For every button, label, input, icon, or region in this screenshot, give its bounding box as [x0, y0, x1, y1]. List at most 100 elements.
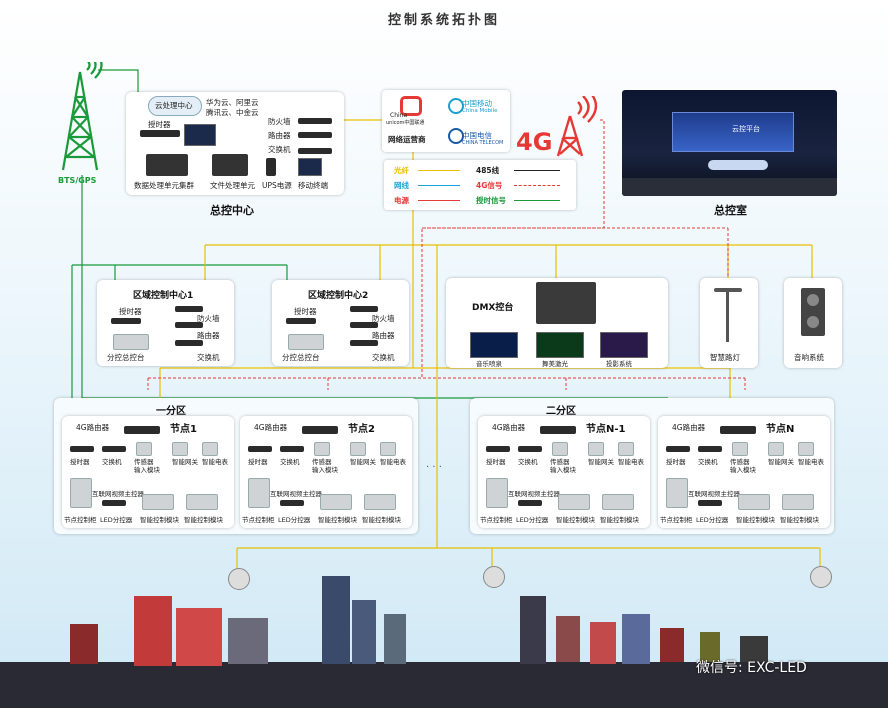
node-cabinet-label: 节点控制柜 [64, 516, 97, 524]
node-video-label: 互联网视频主控器 [270, 490, 322, 498]
room-floor [622, 178, 837, 196]
node-cabinet-label: 节点控制柜 [660, 516, 693, 524]
region-2-switch-icon [350, 340, 378, 346]
dmx-title: DMX控台 [472, 303, 514, 313]
master-room-photo: 云控平台 [622, 90, 837, 196]
ups-icon [266, 158, 276, 176]
node-module-2-icon [186, 494, 218, 510]
region-1-router-icon [175, 322, 203, 328]
control-center-box: 云处理中心 华为云、阿里云 腾讯云、中金云 授时器 防火墙 路由器 交换机 数据… [126, 92, 344, 195]
street-light-label: 智慧路灯 [710, 353, 740, 362]
node-meter-icon [798, 442, 814, 456]
legend-power-line [418, 200, 460, 201]
node-sensor-label-2: 输入模块 [550, 466, 576, 474]
mobile-terminal-icon [298, 158, 322, 176]
page-title: 控制系统拓扑图 [387, 13, 500, 28]
dmx-console-icon [536, 282, 596, 324]
master-room-label: 总控室 [714, 204, 747, 217]
legend-power-label: 电源 [394, 196, 409, 205]
node-router-icon [302, 426, 338, 434]
region-2-router-icon [350, 322, 378, 328]
legend-4g-label: 4G信号 [476, 181, 503, 190]
node-router-label: 4G路由器 [672, 423, 706, 432]
node-video-label: 互联网视频主控器 [688, 490, 740, 498]
legend-fiber-line [418, 170, 460, 171]
region-center-1-box: 区域控制中心1 授时器 分控总控台 防火墙 路由器 交换机 [97, 280, 234, 366]
node-sensor-label: 传感器 [134, 458, 154, 466]
signal-4g-label: 4G [516, 128, 553, 156]
node-router-label: 4G路由器 [76, 423, 110, 432]
node-module-2-label: 智能控制模块 [600, 516, 639, 524]
router-device-icon [298, 132, 332, 138]
node-timer-icon [70, 446, 94, 452]
legend-4g-line [514, 185, 560, 186]
room-screen-text: 云控平台 [732, 125, 760, 133]
bts-label: BTS/GPS [58, 176, 97, 185]
node-meter-label: 智能电表 [798, 458, 824, 466]
sound-box: 音响系统 [784, 278, 842, 368]
sound-label: 音响系统 [794, 353, 824, 362]
node-meter-icon [202, 442, 218, 456]
node-gateway-icon [172, 442, 188, 456]
node-timer-icon [486, 446, 510, 452]
node-router-label: 4G路由器 [254, 423, 288, 432]
node-router-label: 4G路由器 [492, 423, 526, 432]
node-led-icon [698, 500, 722, 506]
region-2-timer-label: 授时器 [294, 307, 317, 316]
region-1-firewall-label: 防火墙 [197, 314, 220, 323]
node-timer-icon [248, 446, 272, 452]
node-sensor-icon [552, 442, 568, 456]
node-title: 节点N [766, 424, 795, 435]
node-module-2-icon [364, 494, 396, 510]
node-led-label: LED分控器 [278, 516, 311, 524]
monitor-icon [184, 124, 216, 146]
room-console [708, 160, 768, 170]
dmx-projection-icon [600, 332, 648, 358]
legend-lan-label: 网线 [394, 181, 409, 190]
operators-box: China unicom中国联通 中国移动 China Mobile 网络运营商… [382, 90, 510, 152]
node-video-label: 互联网视频主控器 [92, 490, 144, 498]
node-title: 节点1 [170, 424, 197, 435]
data-cluster-label: 数据处理单元集群 [134, 181, 194, 190]
node-sensor-label-2: 输入模块 [312, 466, 338, 474]
street-light-icon [726, 290, 729, 342]
region-1-console-icon [113, 334, 149, 350]
firewall-label: 防火墙 [268, 117, 291, 126]
node-meter-icon [618, 442, 634, 456]
node-switch-label: 交换机 [698, 458, 718, 466]
speaker-cone-2 [807, 316, 819, 328]
room-screen [672, 112, 794, 152]
node-cabinet-icon [70, 478, 92, 508]
ups-label: UPS电源 [262, 181, 292, 190]
node-module-1-icon [320, 494, 352, 510]
node-timer-label: 授时器 [70, 458, 90, 466]
node-module-1-icon [142, 494, 174, 510]
data-cluster-icon [146, 154, 188, 176]
file-unit-icon [212, 154, 248, 176]
cloud-icon [148, 96, 202, 116]
dmx-item-3: 投影系统 [606, 360, 632, 368]
region-1-title: 区域控制中心1 [133, 291, 194, 301]
node-module-1-label: 智能控制模块 [140, 516, 179, 524]
region-center-2-box: 区域控制中心2 授时器 分控总控台 防火墙 路由器 交换机 [272, 280, 409, 366]
node-sensor-label: 传感器 [730, 458, 750, 466]
china-mobile-logo-icon [448, 98, 464, 114]
zones-dots: · · · [426, 462, 442, 473]
node-box: 4G路由器 节点1 授时器 交换机 传感器 输入模块 智能网关 智能电表 互联网… [62, 416, 234, 528]
node-module-2-label: 智能控制模块 [184, 516, 223, 524]
region-2-firewall-icon [350, 306, 378, 312]
node-router-icon [540, 426, 576, 434]
node-cabinet-label: 节点控制柜 [480, 516, 513, 524]
node-timer-label: 授时器 [248, 458, 268, 466]
node-module-1-label: 智能控制模块 [318, 516, 357, 524]
node-cabinet-icon [666, 478, 688, 508]
node-switch-icon [698, 446, 722, 452]
mobile-text-1: 中国移动 [462, 99, 492, 108]
node-led-icon [102, 500, 126, 506]
node-module-2-label: 智能控制模块 [780, 516, 819, 524]
dmx-item-2: 舞美激光 [542, 360, 568, 368]
node-sensor-icon [732, 442, 748, 456]
node-module-1-icon [558, 494, 590, 510]
node-meter-label: 智能电表 [202, 458, 228, 466]
region-1-switch-label: 交换机 [197, 353, 220, 362]
